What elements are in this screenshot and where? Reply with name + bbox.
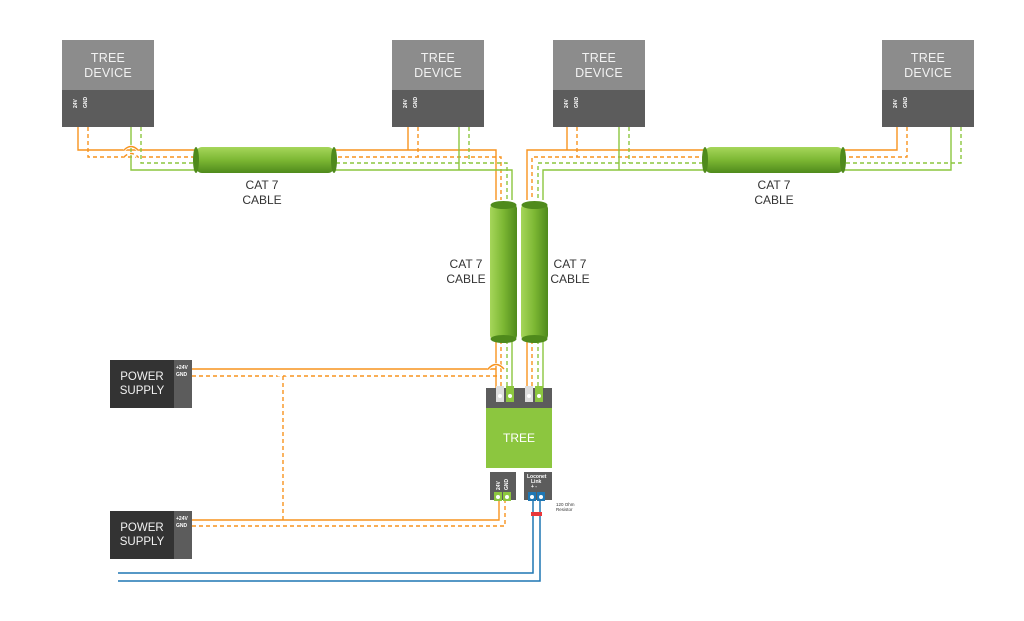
device-terminal-block — [392, 90, 484, 127]
device-label: TREE DEVICE — [882, 40, 974, 90]
power-supply-terminal: +24V GND — [174, 360, 192, 408]
pin-24v-label: 24V — [564, 99, 570, 108]
power-supply-1: POWER SUPPLY +24V GND — [110, 360, 192, 408]
device-terminal-block — [882, 90, 974, 127]
pin-gnd-label: GND — [176, 372, 188, 378]
loconet-minus — [118, 497, 541, 582]
tree-hub: TREE — [486, 408, 552, 472]
cable-right-v — [521, 203, 548, 341]
device-terminal-block — [553, 90, 645, 127]
loconet-label: Loconet — [527, 474, 547, 480]
pin-24v-label: 24V — [893, 99, 899, 108]
wire-gnd-left — [87, 120, 502, 200]
device-label: TREE DEVICE — [553, 40, 645, 90]
vertical-cables — [490, 201, 548, 343]
power-supply-2: POWER SUPPLY +24V GND — [110, 511, 192, 559]
cable-left-v — [490, 203, 517, 341]
pin-24v-label: +24V — [176, 516, 188, 522]
vertical-wires — [495, 340, 544, 388]
loconet-polarity-label: + - — [531, 484, 537, 490]
cable-label-left: CAT 7 CABLE — [242, 178, 282, 207]
power-wires — [192, 363, 506, 527]
pin-24v-label: 24V — [73, 99, 79, 108]
pin-24v-label: +24V — [176, 365, 188, 371]
power-supply-label: POWER SUPPLY — [110, 360, 174, 408]
psu2-24v — [192, 497, 500, 521]
resistor-label-line1: 120 Ohm — [556, 502, 575, 507]
device-label: TREE DEVICE — [62, 40, 154, 90]
loconet-link-label: Link — [531, 479, 542, 485]
tree-pin-gnd-label: GND — [504, 478, 510, 490]
pin-gnd-label: GND — [903, 96, 909, 108]
loconet-wires — [118, 497, 541, 582]
power-supply-label: POWER SUPPLY — [110, 511, 174, 559]
cable-label-center-left: CAT 7 CABLE — [446, 257, 486, 286]
tree-bottom-connectors — [490, 472, 552, 501]
pin-gnd-label: GND — [413, 96, 419, 108]
cable-left-h — [196, 147, 334, 173]
tree-label: TREE — [486, 408, 552, 468]
cable-right-h — [705, 147, 843, 173]
power-supply-terminal: +24V GND — [174, 511, 192, 559]
device-terminals — [73, 110, 965, 123]
pin-gnd-label: GND — [574, 96, 580, 108]
resistor — [531, 512, 542, 516]
tree-pin-24v-label: 24V — [496, 481, 502, 490]
pin-gnd-label: GND — [83, 96, 89, 108]
cable-label-right: CAT 7 CABLE — [754, 178, 794, 207]
psu2-gnd — [192, 497, 506, 527]
device-label: TREE DEVICE — [392, 40, 484, 90]
tree-top-connectors — [486, 386, 552, 408]
resistor-label-line2: Resistor — [556, 507, 573, 512]
device-terminal-block — [62, 90, 154, 127]
pin-gnd-label: GND — [176, 523, 188, 529]
pin-24v-label: 24V — [403, 99, 409, 108]
horizontal-cables — [193, 147, 846, 173]
loconet-plus — [118, 497, 534, 574]
cable-label-center-right: CAT 7 CABLE — [550, 257, 590, 286]
